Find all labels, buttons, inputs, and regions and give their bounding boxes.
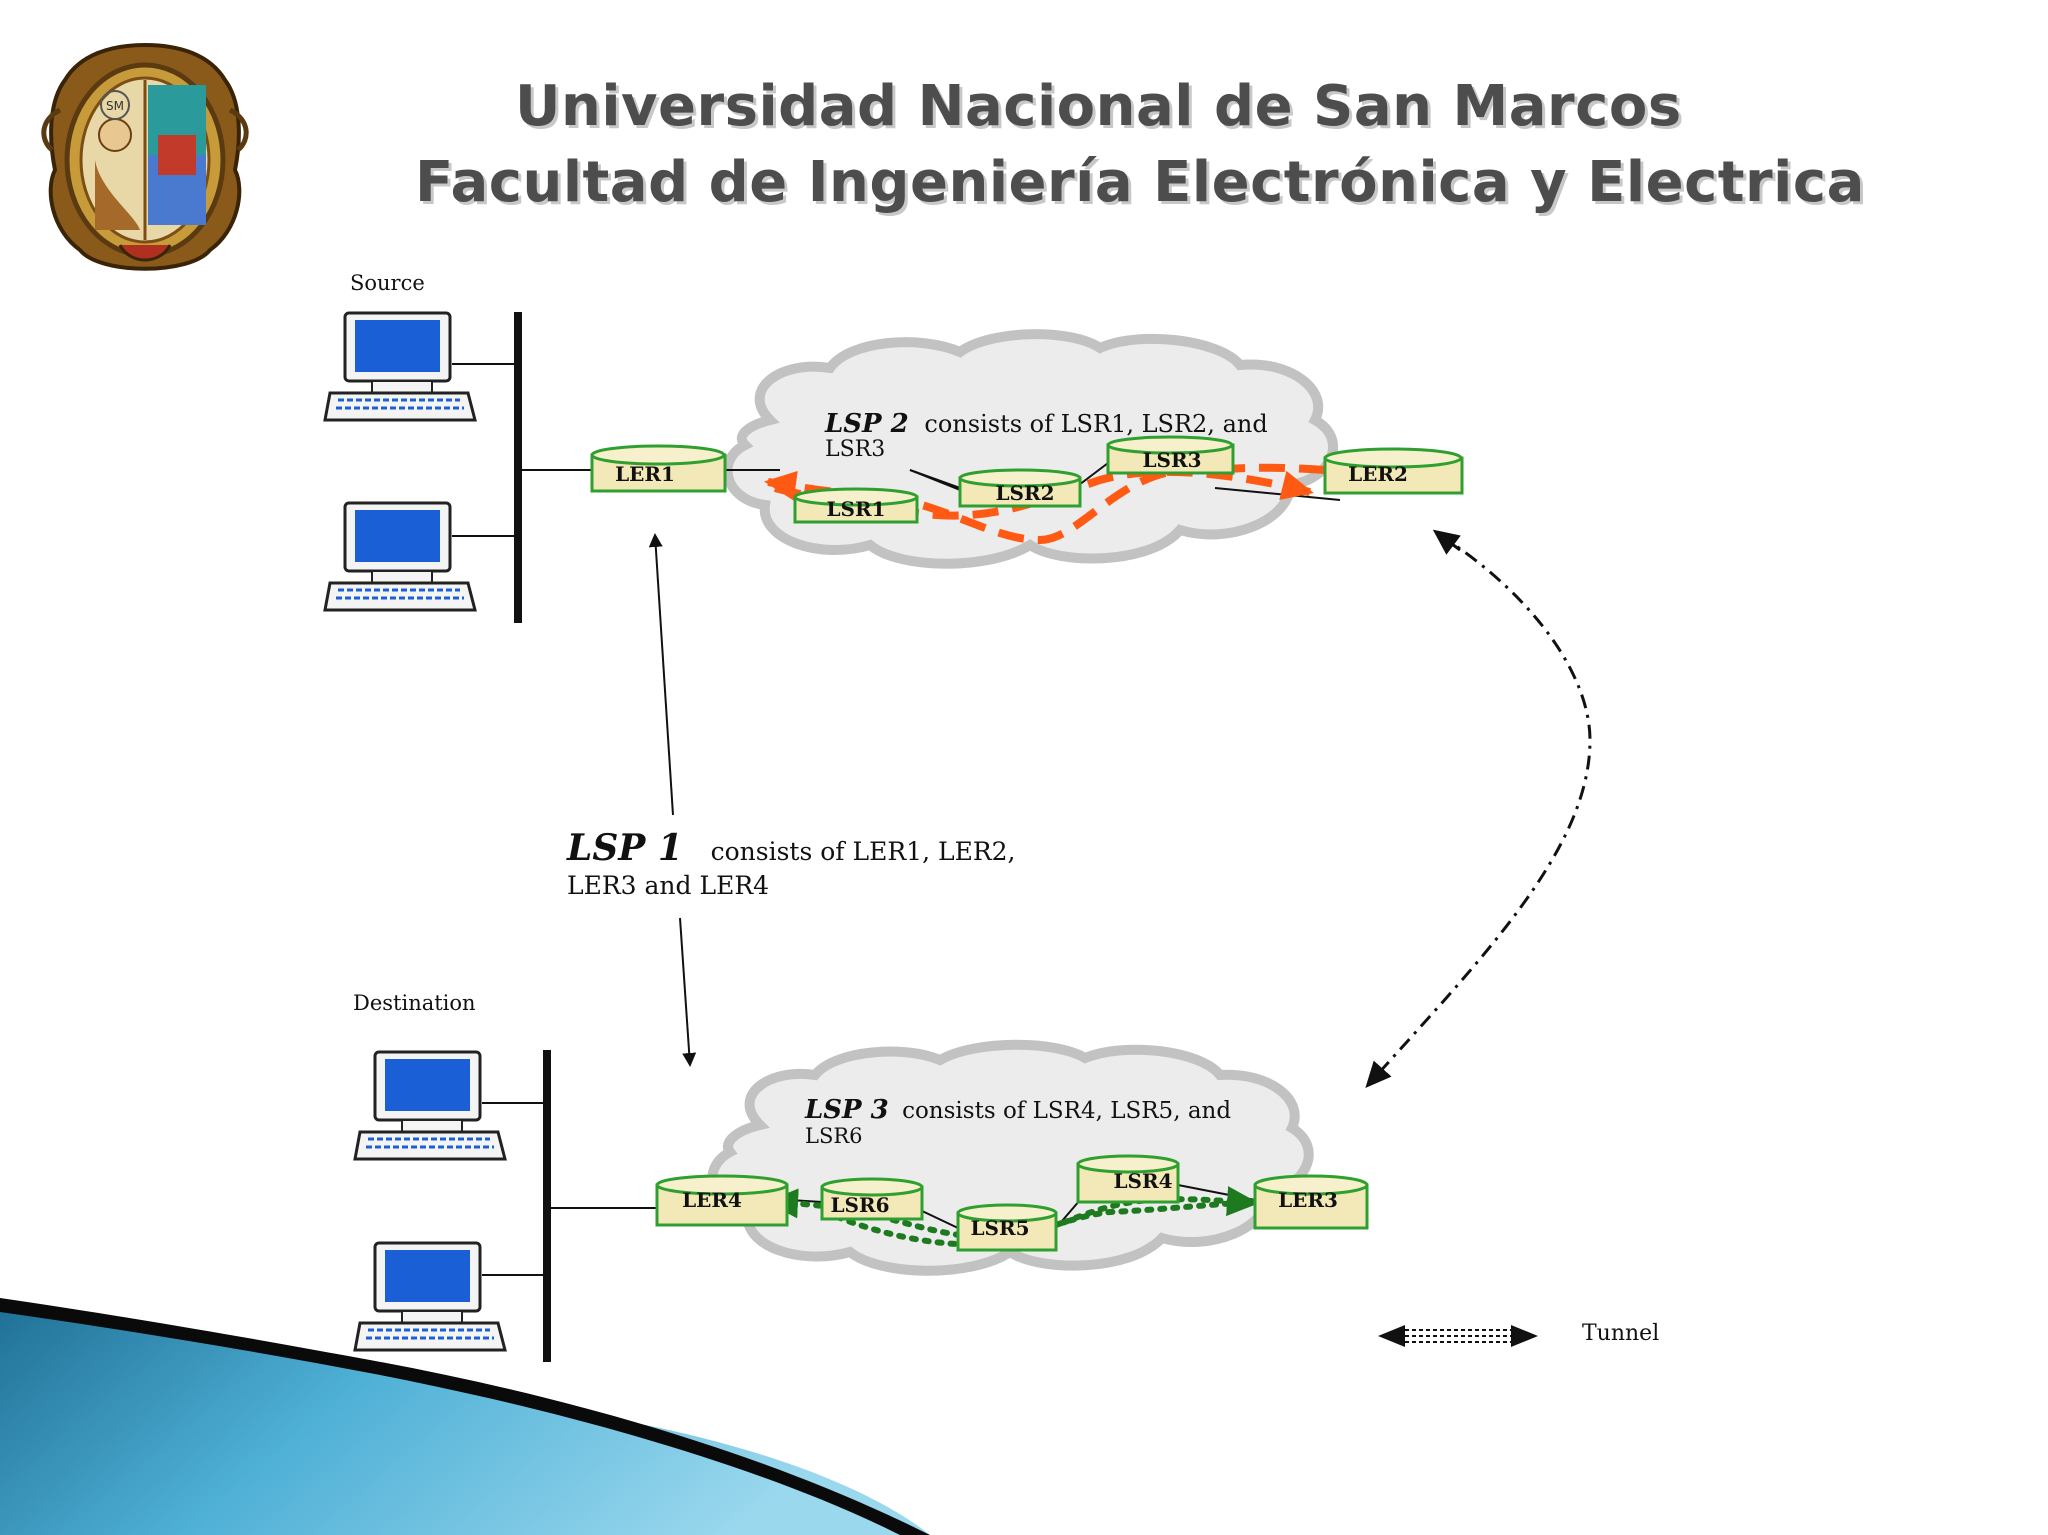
lsp1-arrow-up bbox=[648, 533, 674, 816]
university-crest-logo: SM bbox=[41, 42, 249, 271]
mpls-cloud-top bbox=[722, 329, 1338, 569]
lsp3-label-cont: LSR6 bbox=[805, 1124, 863, 1148]
node-ler3: LER3 bbox=[1253, 1174, 1369, 1230]
svg-text:LER2: LER2 bbox=[1348, 462, 1408, 486]
node-lsr1: LSR1 bbox=[793, 487, 919, 524]
svg-text:LSR6: LSR6 bbox=[830, 1193, 889, 1217]
tunnel-curve bbox=[1365, 533, 1592, 1088]
lsp2-label-cont: LSR3 bbox=[825, 437, 885, 462]
source-host-2 bbox=[323, 501, 477, 612]
svg-text:LSR3: LSR3 bbox=[1142, 448, 1201, 472]
svg-text:LSR5: LSR5 bbox=[970, 1216, 1029, 1240]
node-lsr2: LSR2 bbox=[958, 468, 1082, 508]
lsp2-label: LSP 2 consists of LSR1, LSR2, and bbox=[824, 409, 1268, 439]
node-lsr6: LSR6 bbox=[820, 1177, 924, 1221]
title-faculty: Facultad de Ingeniería Electrónica y Ele… bbox=[415, 150, 1865, 215]
destination-label: Destination bbox=[353, 991, 476, 1015]
svg-text:LSR2: LSR2 bbox=[995, 481, 1054, 505]
node-lsr4: LSR4 bbox=[1076, 1154, 1180, 1204]
source-label: Source bbox=[350, 271, 425, 295]
node-lsr5: LSR5 bbox=[956, 1203, 1058, 1252]
title-university: Universidad Nacional de San Marcos bbox=[515, 74, 1682, 139]
node-ler4: LER4 bbox=[655, 1174, 789, 1227]
logo-initials: SM bbox=[106, 99, 124, 113]
lsp3-label: LSP 3 consists of LSR4, LSR5, and bbox=[804, 1095, 1231, 1125]
svg-text:LSR1: LSR1 bbox=[826, 497, 885, 521]
node-ler1: LER1 bbox=[590, 444, 727, 493]
node-lsr3: LSR3 bbox=[1106, 435, 1235, 475]
lsp1-label: LSP 1 consists of LER1, LER2, bbox=[566, 827, 1016, 869]
destination-host-2 bbox=[353, 1241, 507, 1352]
source-host-1 bbox=[323, 311, 477, 422]
svg-text:LER4: LER4 bbox=[682, 1188, 742, 1212]
destination-host-1 bbox=[353, 1050, 507, 1161]
svg-text:LER1: LER1 bbox=[615, 462, 675, 486]
legend-tunnel: Tunnel bbox=[1378, 1321, 1659, 1347]
lsp1-label-cont: LER3 and LER4 bbox=[567, 871, 769, 900]
lsp1-arrow-down bbox=[679, 917, 697, 1067]
svg-text:LSR4: LSR4 bbox=[1113, 1169, 1172, 1193]
legend-tunnel-label: Tunnel bbox=[1582, 1321, 1659, 1346]
node-ler2: LER2 bbox=[1323, 447, 1464, 495]
svg-text:LER3: LER3 bbox=[1278, 1188, 1338, 1212]
